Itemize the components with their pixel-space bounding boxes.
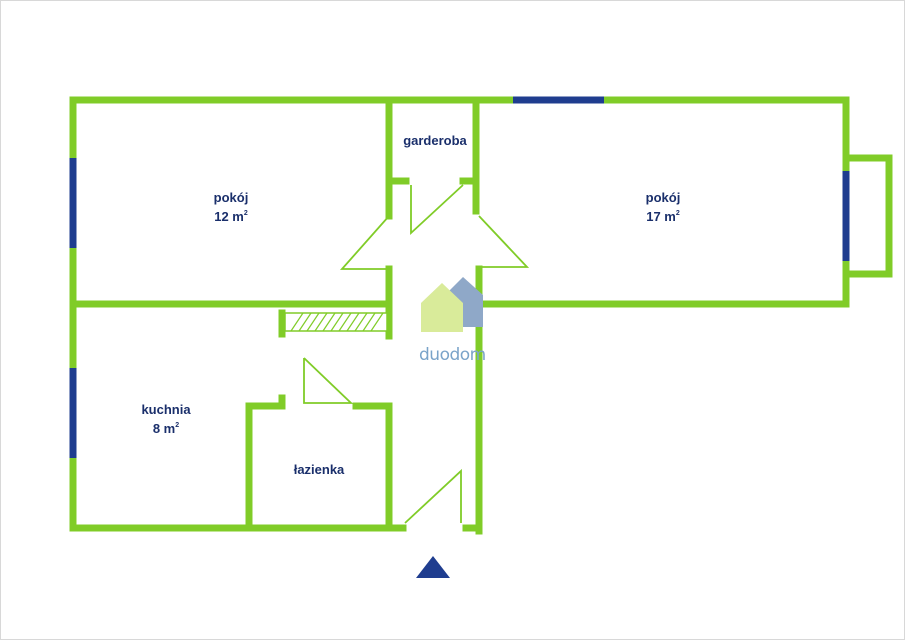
room-name: pokój (213, 190, 249, 205)
bay-wall (842, 154, 893, 278)
room-label-kuchnia: kuchnia 8 m2 (131, 402, 201, 437)
cabinet-hatch-lines (290, 312, 384, 332)
duodom-logo-icon (421, 277, 483, 332)
room-label-lazienka: łazienka (293, 462, 345, 477)
door-swing-entrance (404, 468, 462, 524)
room-name: kuchnia (141, 402, 191, 417)
windows (69, 96, 850, 458)
room-area: 17 m2 (646, 209, 680, 224)
room-area: 8 m2 (152, 421, 180, 436)
room-area: 12 m2 (214, 209, 248, 224)
room-label-garderoba: garderoba (403, 133, 467, 148)
room-label-pokoj-right: pokój 17 m2 (633, 190, 693, 225)
entrance-arrow-icon (416, 556, 450, 578)
room-name: pokój (645, 190, 681, 205)
door-swing-left-room (339, 215, 390, 270)
door-swing-bathroom (303, 357, 354, 404)
door-swing-garderoba (410, 184, 464, 236)
wall-bathroom-left (245, 402, 286, 532)
room-label-pokoj-left: pokój 12 m2 (201, 190, 261, 225)
duodom-logo-text: duodom (419, 345, 486, 365)
logo-house-front (421, 283, 463, 332)
hatched-cabinet (284, 312, 388, 332)
door-swings (303, 184, 530, 524)
door-swing-right-room (478, 215, 530, 268)
